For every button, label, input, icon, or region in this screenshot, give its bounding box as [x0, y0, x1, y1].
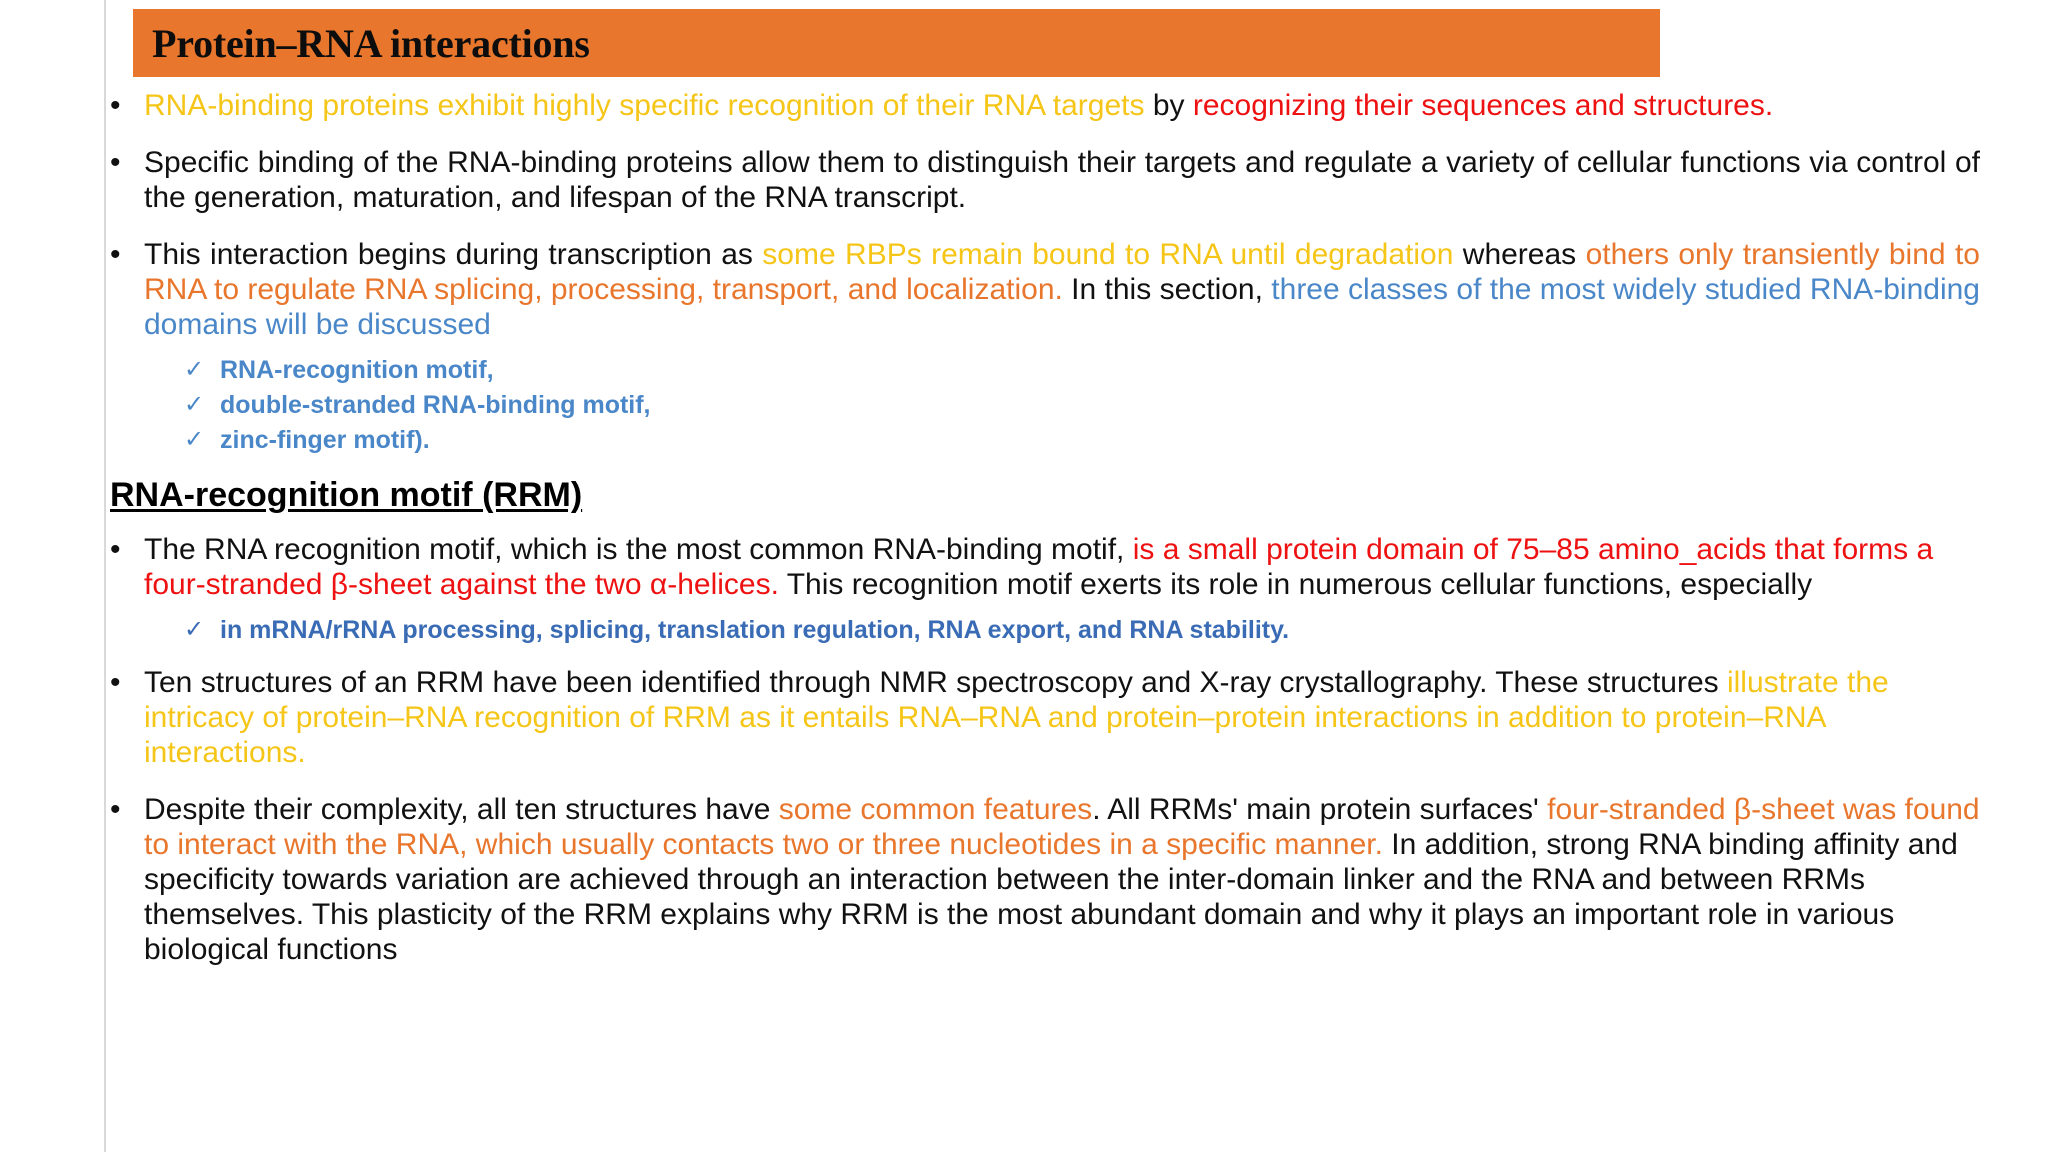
bullet-6-run-4: four-stranded β-sheet was found to inter… [144, 793, 1980, 861]
bullet-glyph: • [110, 533, 121, 566]
bullet-3-run-5: In this section, [1062, 273, 1272, 306]
sub-bullet-item: ✓ zinc-finger motif). [104, 424, 2004, 456]
bullet-1-run-black: by [1144, 89, 1193, 122]
sub-bullet-item: ✓ in mRNA/rRNA processing, splicing, tra… [104, 614, 2004, 646]
bullet-glyph: • [110, 793, 121, 826]
bullet-5-run-2: illustrate the intricacy of protein–RNA … [144, 666, 1889, 769]
bullet-3-run-2: some RBPs remain bound to RNA until degr… [762, 238, 1454, 271]
bullet-item: • Ten structures of an RRM have been ide… [104, 665, 2004, 770]
sub-bullet-label: in mRNA/rRNA processing, splicing, trans… [220, 616, 1290, 644]
sub-bullet-label: zinc-finger motif). [220, 426, 430, 454]
bullet-4-text: The RNA recognition motif, which is the … [144, 532, 2004, 602]
bullet-6-run-3: . All RRMs' main protein surfaces' [1092, 793, 1548, 826]
bullet-5-text: Ten structures of an RRM have been ident… [144, 665, 2004, 770]
bullet-6-run-2: some common features [778, 793, 1093, 826]
bullet-1-run-yellow: RNA-binding proteins exhibit highly spec… [144, 89, 1145, 122]
bullet-3-run-1: This interaction begins during transcrip… [144, 238, 763, 271]
sub-bullet-item: ✓ RNA-recognition motif, [104, 354, 2004, 386]
bullet-item: • Specific binding of the RNA-binding pr… [104, 145, 2004, 215]
title-banner: Protein–RNA interactions [133, 9, 1660, 77]
bullet-glyph: • [110, 666, 121, 699]
bullet-item: • Despite their complexity, all ten stru… [104, 792, 2004, 967]
bullet-6-text: Despite their complexity, all ten struct… [144, 792, 2004, 967]
bullet-item: • The RNA recognition motif, which is th… [104, 532, 2004, 602]
sub-bullet-label: RNA-recognition motif, [220, 356, 494, 384]
section-heading-wrap: RNA-recognition motif (RRM) [104, 464, 2004, 526]
sub-bullet-label: double-stranded RNA-binding motif, [220, 391, 651, 419]
bullet-3-text: This interaction begins during transcrip… [144, 237, 2004, 342]
bullet-6-run-1: Despite their complexity, all ten struct… [144, 793, 779, 826]
check-icon: ✓ [184, 391, 205, 418]
sub-bullet-item: ✓ double-stranded RNA-binding motif, [104, 389, 2004, 421]
bullet-2-text: Specific binding of the RNA-binding prot… [144, 146, 1980, 214]
slide-body: • RNA-binding proteins exhibit highly sp… [104, 88, 2004, 979]
bullet-glyph: • [110, 89, 121, 122]
left-divider-rule [104, 0, 106, 1152]
bullet-glyph: • [110, 238, 121, 271]
bullet-4-run-1: The RNA recognition motif, which is the … [144, 533, 1133, 566]
bullet-3-run-4: others only transiently bind to RNA to r… [144, 238, 1980, 306]
section-heading: RNA-recognition motif (RRM) [110, 476, 583, 514]
check-icon: ✓ [184, 426, 205, 453]
slide-title: Protein–RNA interactions [152, 20, 590, 66]
bullet-1-run-red: recognizing their sequences and structur… [1192, 89, 1774, 122]
bullet-item: • RNA-binding proteins exhibit highly sp… [104, 88, 2004, 123]
bullet-glyph: • [110, 146, 121, 179]
bullet-4-run-2: is a small protein domain of 75–85 amino… [144, 533, 1934, 601]
bullet-5-run-1: Ten structures of an RRM have been ident… [144, 666, 1727, 699]
bullet-4-run-3: This recognition motif exerts its role i… [778, 568, 1813, 601]
bullet-3-run-3: whereas [1453, 238, 1586, 271]
bullet-item: • This interaction begins during transcr… [104, 237, 2004, 342]
bullet-6-run-5: In addition, strong RNA binding affinity… [144, 828, 1958, 966]
check-icon: ✓ [184, 356, 205, 383]
bullet-3-run-6: three classes of the most widely studied… [144, 273, 1980, 341]
bullet-1-text: RNA-binding proteins exhibit highly spec… [144, 88, 2004, 123]
check-icon: ✓ [184, 616, 205, 643]
